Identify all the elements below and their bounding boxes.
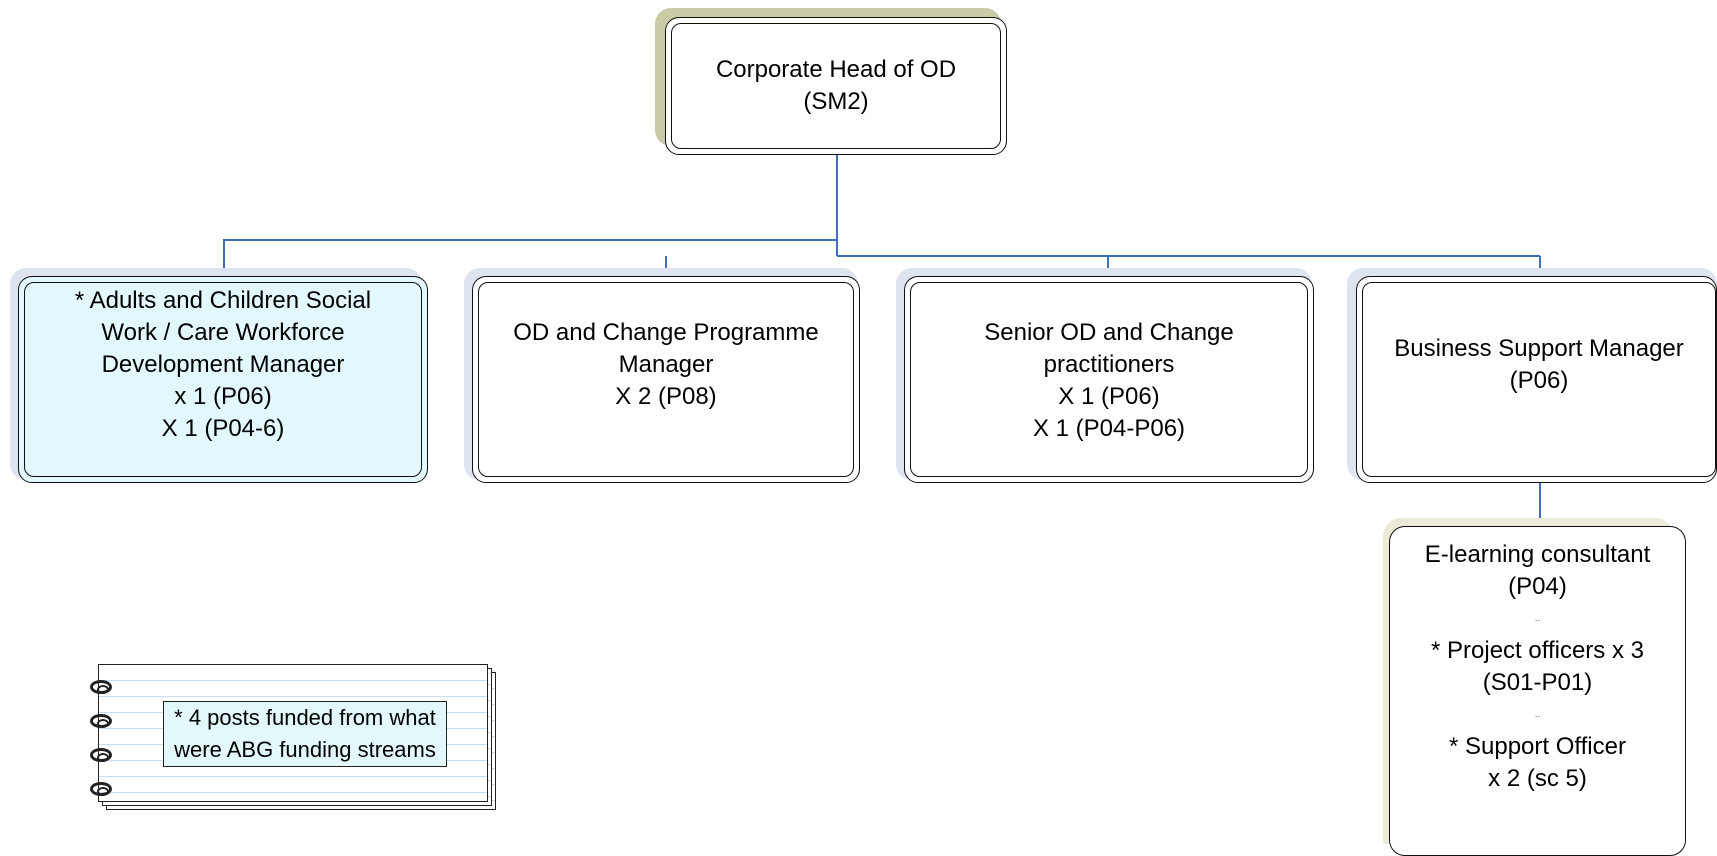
top-role-label: Corporate Head of OD (SM2) bbox=[671, 23, 1001, 149]
top-role-title: Corporate Head of OD bbox=[715, 56, 957, 83]
separator-dots-2: .. bbox=[1534, 709, 1541, 720]
elearning-line-1: E-learning consultant bbox=[1424, 541, 1651, 568]
workforce-line-3: Development Manager bbox=[101, 351, 345, 378]
note-text-box: * 4 posts funded from what were ABG fund… bbox=[163, 701, 447, 767]
elearning-team-box: E-learning consultant (P04) .. * Project… bbox=[1389, 526, 1686, 856]
business-support-line-2: (P06) bbox=[1509, 367, 1569, 394]
senior-od-line-1: Senior OD and Change bbox=[984, 319, 1234, 346]
od-change-line-2: Manager bbox=[618, 351, 714, 378]
senior-od-line-3: X 1 (P06) bbox=[1058, 383, 1160, 410]
workforce-line-4: x 1 (P06) bbox=[174, 383, 272, 410]
connector-lines bbox=[223, 150, 1541, 528]
note-line-1: * 4 posts funded from what bbox=[174, 705, 436, 730]
od-change-programme-manager-label: OD and Change Programme Manager X 2 (P08… bbox=[478, 282, 854, 477]
workforce-line-5: X 1 (P04-6) bbox=[161, 415, 285, 442]
workforce-line-2: Work / Care Workforce bbox=[101, 319, 345, 346]
project-officers-line-1: * Project officers x 3 bbox=[1431, 637, 1644, 664]
business-support-line-1: Business Support Manager bbox=[1394, 335, 1684, 362]
support-officer-line-2: x 2 (sc 5) bbox=[1488, 765, 1587, 792]
elearning-line-2: (P04) bbox=[1508, 573, 1567, 600]
support-officer-line-1: * Support Officer bbox=[1449, 733, 1626, 760]
od-change-programme-manager-box: OD and Change Programme Manager X 2 (P08… bbox=[472, 276, 860, 483]
top-role-box: Corporate Head of OD (SM2) bbox=[665, 17, 1007, 155]
top-role-grade: (SM2) bbox=[803, 88, 869, 115]
notepad-ring-icon bbox=[90, 782, 112, 796]
connector-branch-workforce bbox=[223, 239, 837, 270]
notepad-ring-icon bbox=[90, 714, 112, 728]
senior-od-line-2: practitioners bbox=[1043, 351, 1175, 378]
separator-dots-1: .. bbox=[1534, 613, 1541, 624]
workforce-line-1: * Adults and Children Social bbox=[74, 287, 372, 314]
notepad-ring-icon bbox=[90, 680, 112, 694]
elearning-team-label: E-learning consultant (P04) .. * Project… bbox=[1390, 539, 1685, 795]
workforce-dev-manager-box: * Adults and Children Social Work / Care… bbox=[18, 276, 428, 483]
workforce-dev-manager-label: * Adults and Children Social Work / Care… bbox=[24, 282, 422, 477]
notepad-ring-icon bbox=[90, 748, 112, 762]
od-change-line-3: X 2 (P08) bbox=[615, 383, 717, 410]
notepad-note: * 4 posts funded from what were ABG fund… bbox=[90, 660, 500, 812]
senior-od-change-practitioners-box: Senior OD and Change practitioners X 1 (… bbox=[904, 276, 1314, 483]
business-support-manager-box: Business Support Manager (P06) bbox=[1356, 276, 1717, 483]
note-line-2: were ABG funding streams bbox=[174, 737, 436, 762]
business-support-manager-label: Business Support Manager (P06) bbox=[1362, 282, 1716, 477]
senior-od-change-practitioners-label: Senior OD and Change practitioners X 1 (… bbox=[910, 282, 1308, 477]
senior-od-line-4: X 1 (P04-P06) bbox=[1032, 415, 1186, 442]
od-change-line-1: OD and Change Programme bbox=[513, 319, 819, 346]
project-officers-line-2: (S01-P01) bbox=[1482, 669, 1593, 696]
